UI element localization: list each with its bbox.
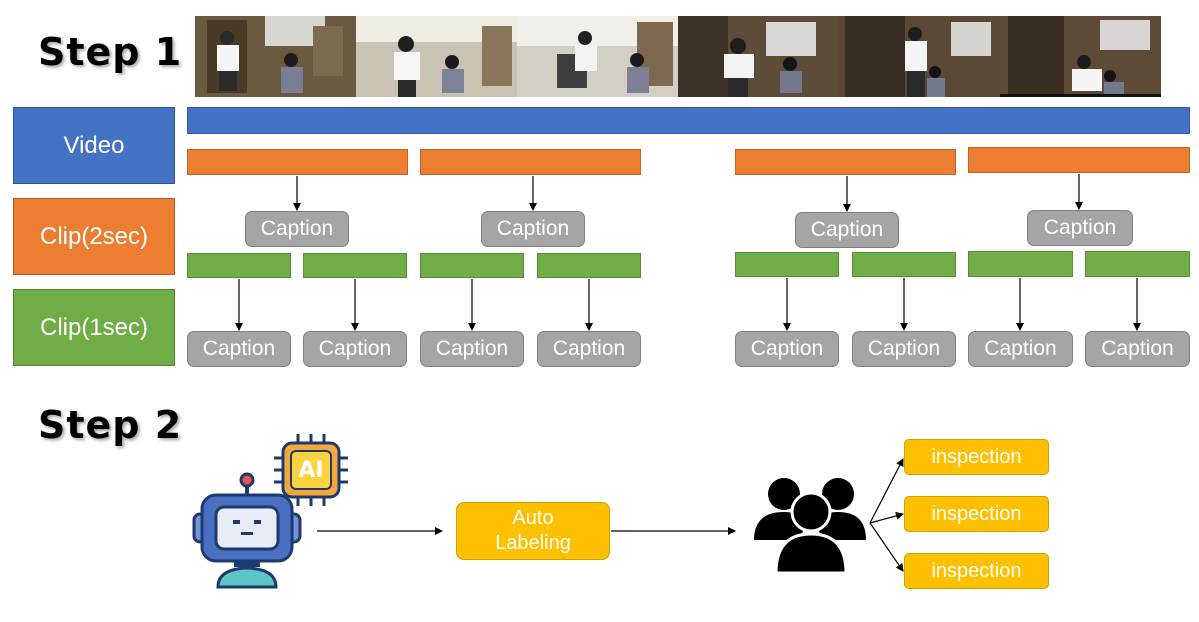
step-1-title: Step 1 xyxy=(38,30,183,74)
auto-labeling-box: Auto Labeling xyxy=(456,502,610,560)
ai-badge-label: AI xyxy=(298,457,324,483)
clip-2sec-caption: Caption xyxy=(1027,210,1133,246)
clip-2sec-bar xyxy=(968,147,1190,173)
clip-1sec-caption: Caption xyxy=(1085,331,1190,367)
video-frame xyxy=(839,16,1000,97)
step-2-title: Step 2 xyxy=(38,403,183,447)
ai-chip-icon: AI xyxy=(272,432,350,508)
inspection-box: inspection xyxy=(904,496,1049,532)
clip-1sec-caption: Caption xyxy=(537,331,641,367)
row-label-clip-2sec: Clip(2sec) xyxy=(13,198,175,275)
clip-2sec-bar xyxy=(420,149,641,175)
clip-1sec-caption: Caption xyxy=(420,331,524,367)
clip-2sec-caption: Caption xyxy=(481,211,585,247)
clip-1sec-caption: Caption xyxy=(968,331,1073,367)
clip-1sec-bar xyxy=(303,253,407,278)
arrow xyxy=(869,511,904,524)
clip-1sec-bar xyxy=(420,253,524,278)
robot-icon xyxy=(188,468,310,590)
clip-2sec-caption: Caption xyxy=(795,212,899,248)
people-group-icon xyxy=(750,474,870,575)
clip-1sec-caption: Caption xyxy=(303,331,407,367)
clip-1sec-bar xyxy=(537,253,641,278)
video-frame xyxy=(678,16,839,97)
clip-1sec-bar xyxy=(852,252,956,277)
row-label-clip-1sec: Clip(1sec) xyxy=(13,289,175,366)
auto-labeling-line-2: Labeling xyxy=(495,532,571,554)
clip-2sec-caption: Caption xyxy=(245,211,349,247)
arrow xyxy=(869,522,904,572)
clip-1sec-caption: Caption xyxy=(187,331,291,367)
clip-1sec-bar xyxy=(187,253,291,278)
video-frame xyxy=(195,16,356,97)
video-frame xyxy=(356,16,517,97)
video-frame xyxy=(517,16,678,97)
inspection-box: inspection xyxy=(904,439,1049,475)
inspection-box: inspection xyxy=(904,553,1049,589)
clip-1sec-caption: Caption xyxy=(852,331,956,367)
clip-1sec-bar xyxy=(1085,251,1190,277)
clip-1sec-bar xyxy=(735,252,839,277)
clip-2sec-bar xyxy=(735,149,956,175)
video-frame-strip xyxy=(195,16,1161,97)
video-frame xyxy=(1000,16,1161,97)
clip-1sec-bar xyxy=(968,251,1073,277)
clip-1sec-caption: Caption xyxy=(735,331,839,367)
arrow xyxy=(869,458,904,524)
clip-2sec-bar xyxy=(187,149,408,175)
auto-labeling-line-1: Auto xyxy=(512,507,554,529)
row-label-video: Video xyxy=(13,107,175,184)
video-bar xyxy=(187,107,1190,134)
